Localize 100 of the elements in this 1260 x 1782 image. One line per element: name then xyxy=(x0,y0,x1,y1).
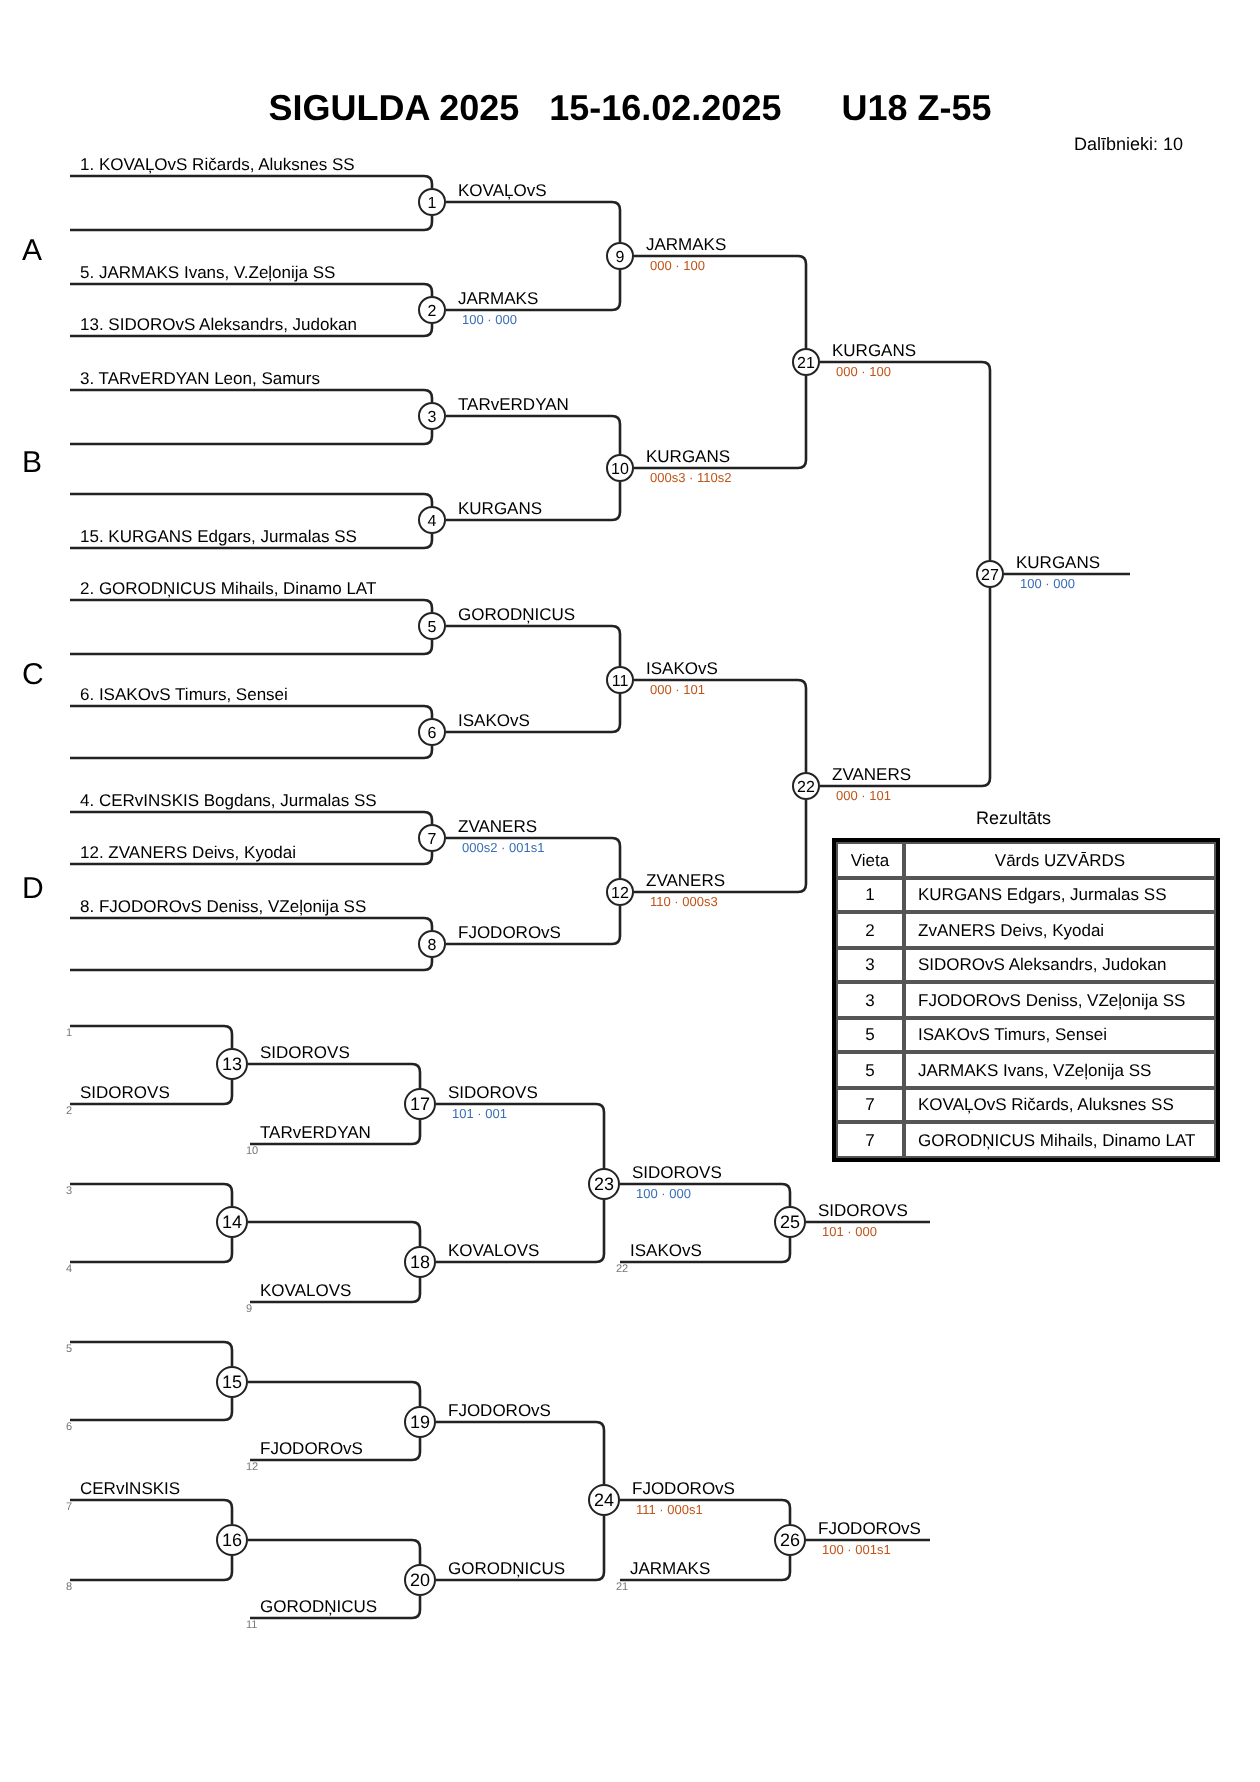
bracket-line xyxy=(248,1538,422,1564)
name-label: 12. ZVANERS Deivs, Kyodai xyxy=(80,842,297,862)
bracket-line xyxy=(70,388,434,402)
match-circle: 7 xyxy=(418,824,446,852)
bracket-line xyxy=(446,200,622,242)
name-label: 1. KOVAĻOvS Ričards, Aluksnes SS xyxy=(80,154,355,174)
table-cell: 3 xyxy=(836,982,904,1017)
bracket-line xyxy=(250,1120,422,1146)
bracket-line xyxy=(1004,572,1130,576)
name-label: GORODŅICUS xyxy=(458,604,576,624)
bracket-line xyxy=(70,704,434,718)
name-label: GORODŅICUS xyxy=(260,1596,378,1616)
name-label: KOVALOVS xyxy=(260,1280,352,1300)
bracket-line xyxy=(250,1278,422,1304)
bracket-line xyxy=(446,694,622,734)
name-label: KOVAĻOvS xyxy=(458,180,547,200)
bracket-line xyxy=(806,1220,930,1224)
table-cell: GORODŅICUS Mihails, Dinamo LAT xyxy=(904,1122,1216,1157)
bracket-line xyxy=(70,174,434,188)
match-circle: 22 xyxy=(792,772,820,800)
table-cell: 5 xyxy=(836,1017,904,1052)
table-cell: FJODOROvS Deniss, VZeļonija SS xyxy=(904,982,1216,1017)
match-circle: 21 xyxy=(792,348,820,376)
bracket-line xyxy=(70,324,434,338)
match-circle: 6 xyxy=(418,718,446,746)
name-label: JARMAKS xyxy=(646,234,727,254)
name-label: FJODOROvS xyxy=(458,922,561,942)
name-label: ISAKOvS xyxy=(646,658,718,678)
bracket-line xyxy=(70,598,434,612)
bracket-line xyxy=(446,836,622,878)
name-label: 15. KURGANS Edgars, Jurmalas SS xyxy=(80,526,357,546)
name-label: SIDOROVS xyxy=(632,1162,722,1182)
bracket-line xyxy=(806,1538,930,1542)
bracket-line xyxy=(250,1438,422,1462)
bracket-line xyxy=(70,1182,234,1206)
table-cell: KOVAĻOvS Ričards, Aluksnes SS xyxy=(904,1087,1216,1122)
match-circle: 17 xyxy=(404,1088,436,1120)
name-label: FJODOROvS xyxy=(632,1478,735,1498)
bracket-line xyxy=(248,1062,422,1088)
bracket-line xyxy=(70,216,434,232)
bracket-line xyxy=(70,958,434,972)
bracket-line xyxy=(70,1340,234,1366)
bracket-line xyxy=(70,1398,234,1422)
name-label: 2. GORODŅICUS Mihails, Dinamo LAT xyxy=(80,578,377,598)
note-text: Rezultāts xyxy=(976,808,1052,830)
name-label: 6. ISAKOvS Timurs, Sensei xyxy=(80,684,288,704)
match-circle: 12 xyxy=(606,878,634,906)
name-label: KURGANS xyxy=(832,340,917,360)
bracket-line xyxy=(70,1080,234,1106)
table-cell: 5 xyxy=(836,1052,904,1087)
name-label: ZVANERS xyxy=(832,764,912,784)
match-circle: 19 xyxy=(404,1406,436,1438)
table-cell: KURGANS Edgars, Jurmalas SS xyxy=(904,877,1216,912)
name-label: 4. CERvINSKIS Bogdans, Jurmalas SS xyxy=(80,790,377,810)
match-circle: 25 xyxy=(774,1206,806,1238)
bracket-line xyxy=(620,1556,792,1582)
bracket-line xyxy=(70,492,434,506)
name-label: ZVANERS xyxy=(646,870,726,890)
match-circle: 4 xyxy=(418,506,446,534)
pool-letter: C xyxy=(22,660,44,692)
bracket-line xyxy=(620,1182,792,1206)
match-circle: 26 xyxy=(774,1524,806,1556)
bracket-line xyxy=(446,414,622,454)
bracket-line xyxy=(250,1596,422,1620)
name-label: FJODOROvS xyxy=(448,1400,551,1420)
match-circle: 27 xyxy=(976,560,1004,588)
name-label: FJODOROvS xyxy=(818,1518,921,1538)
name-label: 13. SIDOROvS Aleksandrs, Judokan xyxy=(80,314,357,334)
name-label: GORODŅICUS xyxy=(448,1558,566,1578)
bracket-line xyxy=(634,376,808,470)
match-circle: 10 xyxy=(606,454,634,482)
table-cell: 7 xyxy=(836,1122,904,1157)
name-label: 5. JARMAKS Ivans, V.Zeļonija SS xyxy=(80,262,336,282)
bracket-line xyxy=(70,1024,234,1048)
bracket-line xyxy=(70,534,434,550)
bracket-line xyxy=(446,270,622,312)
table-cell: 1 xyxy=(836,877,904,912)
table-cell: JARMAKS Ivans, VZeļonija SS xyxy=(904,1052,1216,1087)
bracket-line xyxy=(70,1238,234,1264)
bracket-line xyxy=(70,640,434,656)
bracket-line xyxy=(70,746,434,760)
name-label: KURGANS xyxy=(646,446,731,466)
name-label: KOVALOVS xyxy=(448,1240,540,1260)
name-label: KURGANS xyxy=(458,498,543,518)
match-circle: 15 xyxy=(216,1366,248,1398)
pool-letter: A xyxy=(22,236,43,268)
match-circle: 20 xyxy=(404,1564,436,1596)
match-circle: 8 xyxy=(418,930,446,958)
bracket-line xyxy=(634,254,808,348)
name-label: SIDOROVS xyxy=(818,1200,908,1220)
bracket-line xyxy=(70,852,434,866)
bracket-line xyxy=(436,1420,606,1484)
name-label: ISAKOvS xyxy=(458,710,530,730)
bracket-line xyxy=(820,588,992,788)
bracket-line xyxy=(70,430,434,446)
name-label: SIDOROVS xyxy=(448,1082,538,1102)
match-circle: 2 xyxy=(418,296,446,324)
table-cell: Vārds UZVĀRDS xyxy=(904,842,1216,877)
bracket-line xyxy=(620,1498,792,1524)
bracket-line xyxy=(70,282,434,296)
